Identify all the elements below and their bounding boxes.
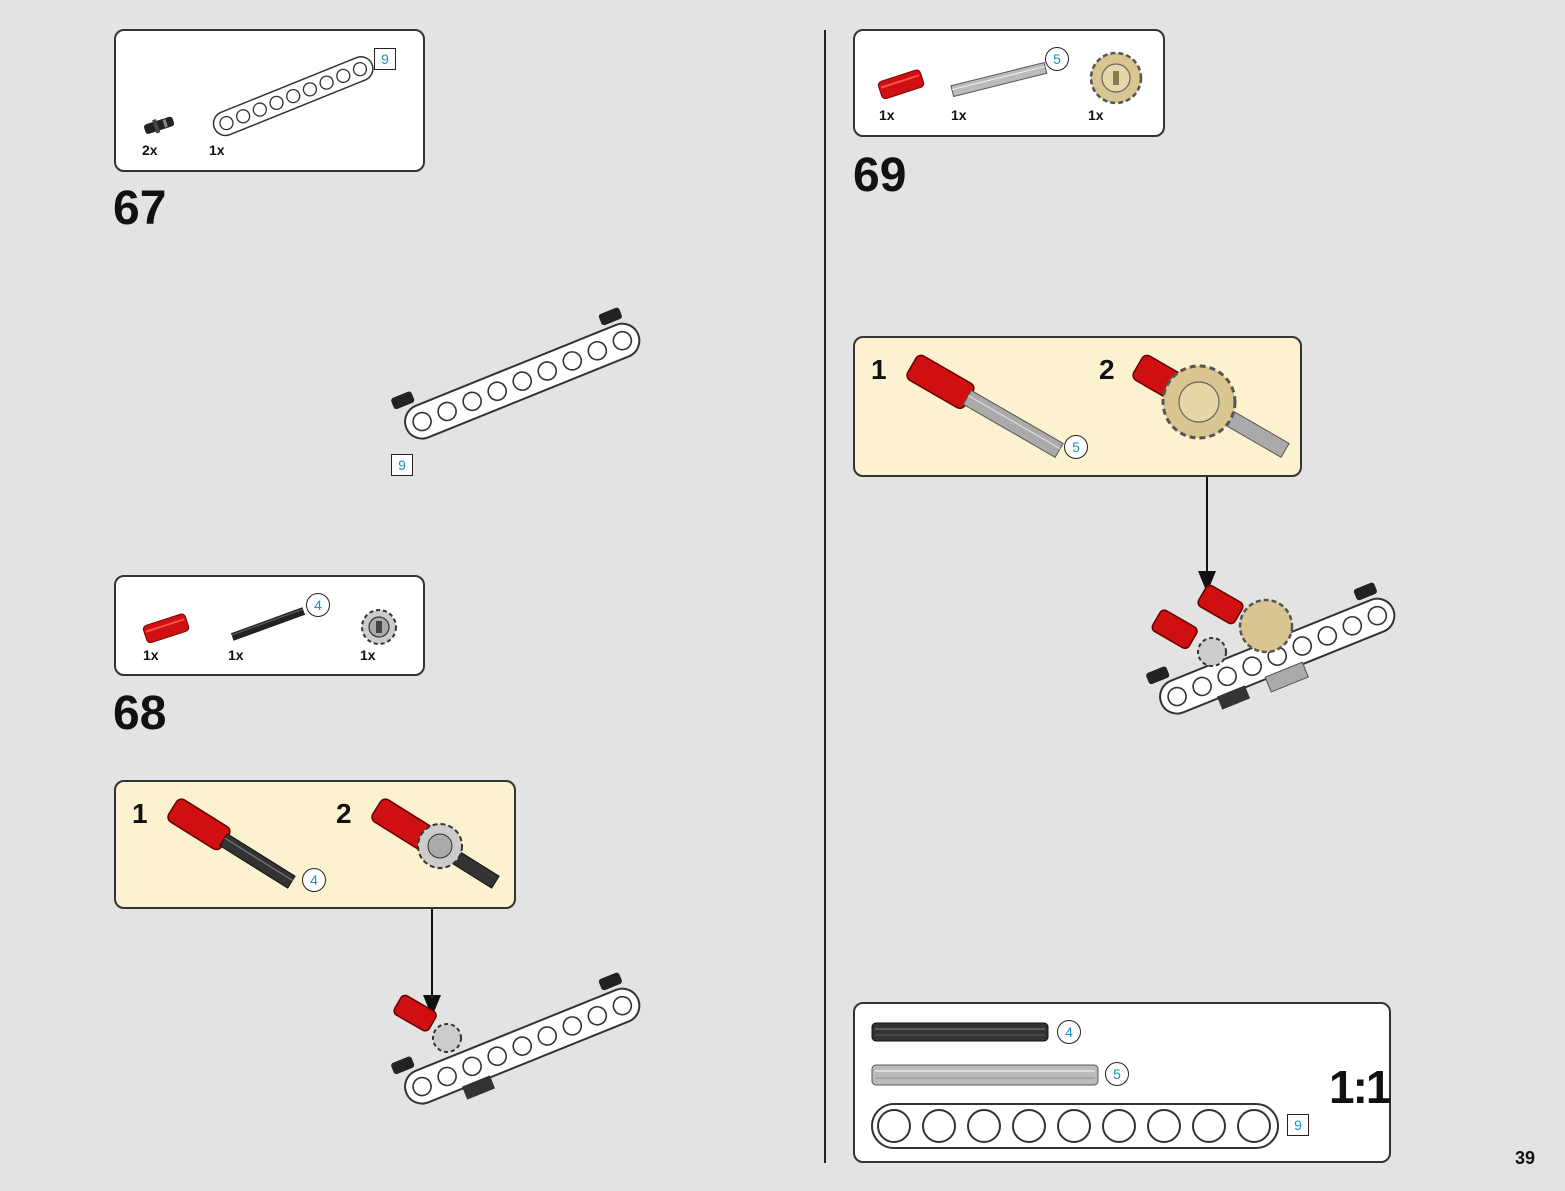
step-68-assembly: [391, 972, 641, 1105]
step-69-substep-1-length-label: 5: [1064, 435, 1088, 459]
step-68-substep-1-number: 1: [132, 798, 148, 829]
red-connector-icon: [877, 69, 925, 100]
step-69-parts-box: 1x 1x 5 1x: [853, 29, 1165, 137]
step-68-parts-box: 1x 1x 4 1x: [114, 575, 425, 676]
step-69-substep-2-number: 2: [1099, 354, 1115, 385]
step-67-beam-length-label: 9: [374, 48, 396, 70]
step-68-qty-axle: 1x: [228, 647, 244, 663]
scale-reference-box: 4 5 9 1:1: [853, 1002, 1392, 1163]
grey-axle-icon: [950, 61, 1048, 98]
scale-axle-5-label: 5: [1105, 1062, 1129, 1086]
tan-gear-icon: [1089, 51, 1143, 105]
step-69-axle-length-label: 5: [1045, 47, 1069, 71]
step-67-parts-box: 2x 1x 9: [114, 29, 425, 172]
step-69-substep-1-art: [906, 354, 1064, 458]
grey-axle-5-scale-icon: [871, 1064, 1099, 1086]
step-69-qty-connector: 1x: [879, 107, 895, 123]
scale-ratio-label: 1:1: [1329, 1061, 1392, 1113]
step-67-number: 67: [113, 182, 167, 235]
step-69-qty-axle: 1x: [951, 107, 967, 123]
red-connector-icon: [142, 613, 190, 644]
step-68-qty-gear: 1x: [360, 647, 376, 663]
step-67-assembly: [391, 307, 641, 440]
step-68-number: 68: [113, 687, 167, 740]
step-68-qty-connector: 1x: [143, 647, 159, 663]
step-69-substep-1-number: 1: [871, 354, 887, 385]
step-69-substep-2-art: [1132, 354, 1290, 458]
white-beam-9-scale-icon: [871, 1103, 1279, 1149]
black-axle-icon: [230, 607, 306, 641]
step-68-substep-1-length-label: 4: [302, 868, 326, 892]
step-68-substep-1-art: [167, 798, 296, 889]
step-67-qty-beam: 1x: [209, 142, 225, 158]
scale-axle-4-label: 4: [1057, 1020, 1081, 1044]
black-axle-4-scale-icon: [871, 1022, 1049, 1042]
step-68-axle-length-label: 4: [306, 593, 330, 617]
page-number: 39: [1514, 1148, 1535, 1168]
friction-pin-icon: [144, 116, 175, 134]
step-68-substep-2-art: [371, 798, 500, 889]
step-69-qty-gear: 1x: [1088, 107, 1104, 123]
step-68-subassembly-box: 1 4 2: [114, 780, 516, 909]
page-divider: [824, 30, 826, 1163]
white-beam-icon: [212, 56, 374, 137]
step-69-subassembly-box: 1 5 2: [853, 336, 1302, 477]
step-68-substep-2-number: 2: [336, 798, 352, 829]
step-69-assembly: [1146, 582, 1396, 715]
small-gear-icon: [361, 609, 397, 645]
step-67-callout-beam-9: 9: [391, 454, 413, 476]
step-69-arrow: [1198, 477, 1216, 593]
step-69-number: 69: [853, 149, 907, 202]
step-67-qty-pin: 2x: [142, 142, 158, 158]
step-68-arrow: [423, 909, 441, 1017]
scale-beam-9-label: 9: [1287, 1114, 1309, 1136]
